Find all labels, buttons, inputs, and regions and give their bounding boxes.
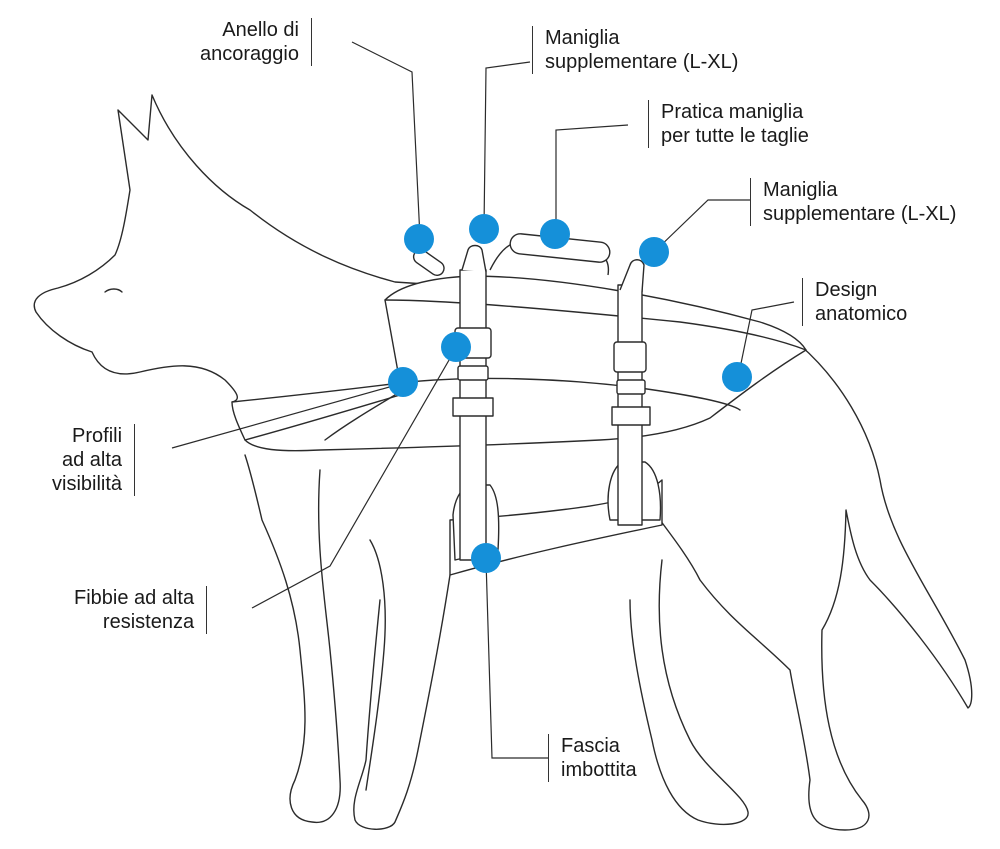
label-maniglia-2: Maniglia supplementare (L-XL) bbox=[750, 178, 956, 226]
harness-detail bbox=[461, 244, 487, 273]
marker-pratica bbox=[540, 219, 570, 249]
marker-fascia bbox=[471, 543, 501, 573]
label-profili: Profili ad alta visibilità bbox=[52, 424, 136, 496]
harness-detail bbox=[452, 397, 494, 417]
leader-design bbox=[737, 301, 795, 379]
label-maniglia-1: Maniglia supplementare (L-XL) bbox=[532, 26, 738, 74]
harness-detail bbox=[244, 394, 401, 441]
vest-body bbox=[231, 275, 807, 452]
label-pratica: Pratica maniglia per tutte le taglie bbox=[648, 100, 809, 148]
dog-outline bbox=[33, 94, 973, 831]
leader-anello bbox=[351, 41, 421, 239]
leader-pratica bbox=[555, 124, 629, 235]
label-fibbie: Fibbie ad alta resistenza bbox=[74, 586, 208, 634]
marker-maniglia-2 bbox=[639, 237, 669, 267]
dog-eye bbox=[104, 288, 123, 293]
leader-maniglia-1 bbox=[483, 61, 531, 229]
leader-fascia bbox=[485, 559, 548, 759]
marker-fibbie bbox=[441, 332, 471, 362]
leader-fibbie bbox=[251, 347, 457, 609]
rear-strap bbox=[617, 284, 643, 526]
harness-detail bbox=[324, 394, 396, 441]
leader-profili bbox=[171, 383, 401, 449]
harness-detail bbox=[457, 365, 489, 381]
marker-design bbox=[722, 362, 752, 392]
harness-detail bbox=[616, 379, 646, 395]
rear-buckle bbox=[613, 341, 647, 373]
marker-maniglia-1 bbox=[469, 214, 499, 244]
marker-profili bbox=[388, 367, 418, 397]
leader-maniglia-2 bbox=[653, 199, 750, 253]
harness-detail bbox=[619, 259, 645, 293]
label-design: Design anatomico bbox=[802, 278, 907, 326]
harness-detail bbox=[611, 406, 651, 426]
label-fascia: Fascia imbottita bbox=[548, 734, 637, 782]
label-anello: Anello di ancoraggio bbox=[200, 18, 312, 66]
marker-anello bbox=[404, 224, 434, 254]
